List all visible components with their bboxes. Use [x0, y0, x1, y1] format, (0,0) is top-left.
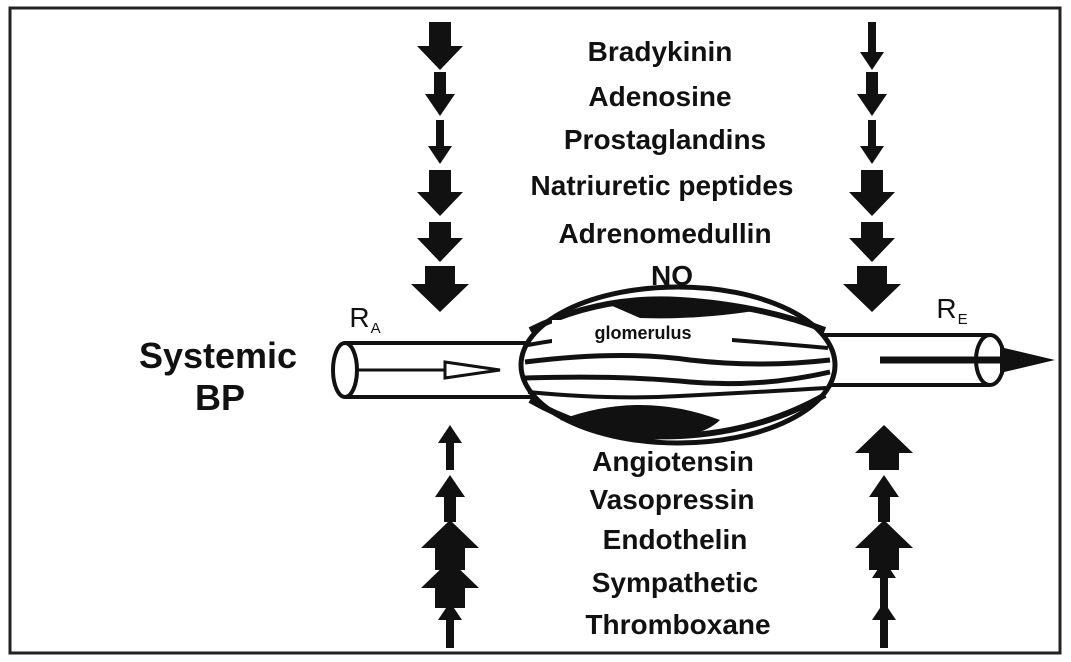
label-adrenomedullin: Adrenomedullin	[558, 220, 771, 248]
label-no: NO	[651, 262, 693, 290]
label-vasopressin: Vasopressin	[590, 486, 755, 514]
label-adenosine: Adenosine	[588, 83, 731, 111]
label-bradykinin: Bradykinin	[588, 38, 733, 66]
label-systemic: Systemic	[139, 338, 297, 374]
label-angiotensin: Angiotensin	[592, 448, 754, 476]
label-glomerulus: glomerulus	[594, 324, 691, 342]
label-thromboxane: Thromboxane	[585, 611, 770, 639]
glomerulus	[521, 287, 835, 443]
label-sympathetic: Sympathetic	[592, 569, 759, 597]
label-prostaglandins: Prostaglandins	[564, 126, 766, 154]
label-afferent-resistance: RA	[349, 304, 380, 336]
label-bp: BP	[195, 380, 245, 416]
label-efferent-resistance: RE	[936, 295, 967, 327]
label-natriuretic-peptides: Natriuretic peptides	[531, 172, 794, 200]
label-endothelin: Endothelin	[603, 526, 748, 554]
